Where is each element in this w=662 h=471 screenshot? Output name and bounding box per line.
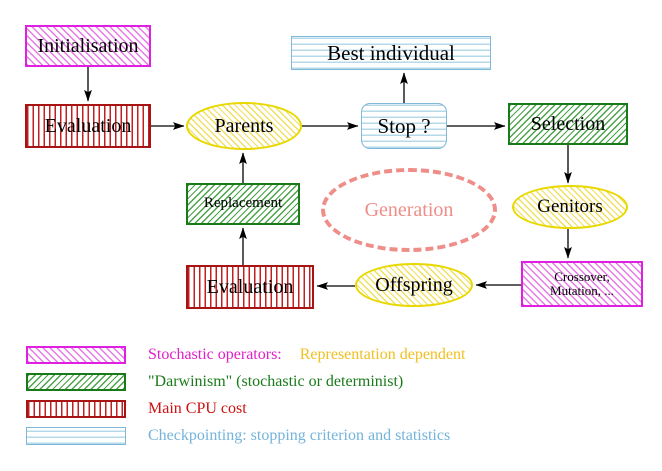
legend-label-stochastic-operators: Stochastic operators:: [148, 346, 282, 363]
node-evaluation-bottom[interactable]: Evaluation: [186, 265, 314, 309]
node-label-replacement: Replacement: [203, 195, 283, 212]
node-label-initialisation: Initialisation: [37, 34, 139, 57]
node-label-best-individual: Best individual: [327, 40, 455, 65]
node-initialisation[interactable]: Initialisation: [25, 25, 151, 67]
node-label-crossover-mutation: Crossover, Mutation, ...: [550, 269, 614, 298]
legend-row-cpu-cost: Main CPU cost: [26, 400, 247, 418]
legend-swatch-magenta-diagonal: [26, 346, 126, 364]
legend-label-cpu-cost: Main CPU cost: [148, 400, 247, 417]
legend-row-stochastic: Stochastic operators: Representation depe…: [26, 346, 465, 364]
legend-swatch-green-diagonal: [26, 373, 126, 391]
legend-label-darwinism: "Darwinism" (stochastic or determinist): [148, 373, 404, 390]
node-label-parents: Parents: [214, 114, 274, 137]
node-genitors[interactable]: Genitors: [512, 185, 628, 229]
node-evaluation-top[interactable]: Evaluation: [25, 104, 151, 148]
node-parents[interactable]: Parents: [186, 102, 302, 150]
node-label-generation: Generation: [364, 198, 454, 221]
legend-label-representation-dependent: Representation dependent: [299, 346, 466, 363]
legend-row-checkpointing: Checkpointing: stopping criterion and st…: [26, 427, 450, 445]
legend-swatch-blue-horizontal: [26, 427, 126, 445]
node-label-evaluation-bottom: Evaluation: [206, 275, 294, 298]
legend-swatch-red-vertical: [26, 400, 126, 418]
node-label-selection: Selection: [530, 112, 606, 135]
node-label-offspring: Offspring: [375, 273, 453, 296]
node-crossover-mutation[interactable]: Crossover, Mutation, ...: [521, 261, 643, 307]
node-label-stop: Stop ?: [377, 113, 431, 138]
node-generation: Generation: [321, 168, 497, 252]
node-label-genitors: Genitors: [537, 196, 603, 218]
node-best-individual[interactable]: Best individual: [291, 36, 491, 70]
node-selection[interactable]: Selection: [508, 103, 628, 145]
node-replacement[interactable]: Replacement: [186, 183, 300, 225]
node-label-evaluation-top: Evaluation: [44, 114, 132, 137]
legend-label-stochastic: Stochastic operators: Representation depe…: [148, 346, 465, 364]
node-stop[interactable]: Stop ?: [361, 103, 447, 149]
legend-label-checkpointing: Checkpointing: stopping criterion and st…: [148, 427, 451, 444]
node-offspring[interactable]: Offspring: [355, 263, 473, 307]
legend-row-darwinism: "Darwinism" (stochastic or determinist): [26, 373, 403, 391]
